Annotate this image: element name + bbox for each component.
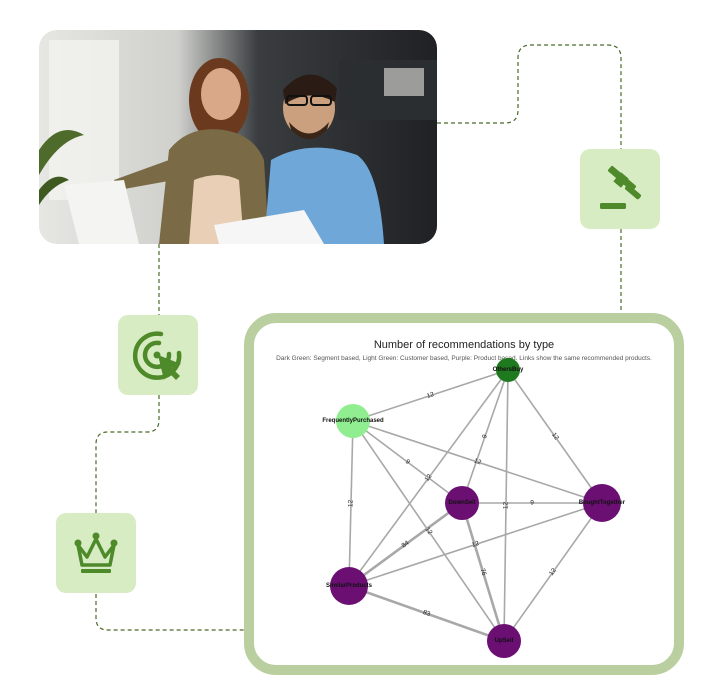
connector-photo-to-gavel — [437, 44, 622, 150]
node-label: OthersBuy — [493, 367, 524, 373]
edge-FrequentlyPurchased-BoughtTogether — [352, 420, 603, 504]
crown-tile — [56, 513, 136, 593]
edge-BoughtTogether-UpSell — [503, 502, 603, 642]
target-click-icon — [132, 331, 182, 380]
gavel-tile — [580, 149, 660, 229]
team-photo — [39, 30, 437, 244]
edge-label: 76 — [479, 568, 488, 577]
edge-label: 83 — [422, 609, 432, 618]
edge-label: 12 — [550, 432, 560, 442]
node-UpSell — [487, 624, 521, 658]
edge-label: 12 — [471, 540, 480, 549]
node-label: UpSell — [495, 638, 514, 644]
edge-OthersBuy-UpSell — [503, 369, 509, 642]
node-SimilarProducts — [330, 567, 368, 605]
node-label: SimilarProducts — [326, 583, 373, 589]
edge-DownSell-UpSell — [460, 502, 506, 642]
edge-OthersBuy-DownSell — [461, 369, 509, 504]
node-label: DownSell — [448, 500, 475, 506]
edge-label: 9 — [530, 500, 534, 507]
target-tile — [118, 315, 198, 395]
edge-label: 9 — [404, 458, 411, 466]
network-chart-card: Number of recommendations by type Dark G… — [244, 313, 684, 675]
edge-label: 12 — [347, 499, 354, 507]
crown-icon — [74, 532, 118, 573]
edge-SimilarProducts-UpSell — [348, 584, 505, 643]
edge-label: 12 — [502, 501, 509, 509]
node-BoughtTogether — [583, 484, 621, 522]
edge-DownSell-SimilarProducts — [348, 501, 463, 588]
chart-subtitle: Dark Green: Segment based, Light Green: … — [276, 355, 652, 362]
edge-label: 12 — [424, 526, 434, 536]
edge-FrequentlyPurchased-OthersBuy — [352, 369, 509, 422]
edge-label: 12 — [473, 458, 482, 467]
node-DownSell — [445, 486, 479, 520]
edge-SimilarProducts-BoughtTogether — [348, 502, 603, 587]
edge-FrequentlyPurchased-SimilarProducts — [348, 420, 354, 587]
edge-label: 84 — [401, 539, 411, 549]
node-OthersBuy — [496, 358, 520, 382]
edge-FrequentlyPurchased-DownSell — [352, 420, 463, 504]
connector-target-to-crown — [95, 395, 160, 514]
edge-label: 12 — [426, 391, 435, 400]
edge-OthersBuy-BoughtTogether — [507, 369, 603, 504]
gavel-icon — [600, 165, 642, 209]
connector-crown-to-card — [95, 594, 252, 631]
node-label: BoughtTogether — [579, 500, 626, 506]
node-FrequentlyPurchased — [336, 404, 370, 438]
chart-title: Number of recommendations by type — [373, 339, 555, 351]
network-graph: 12 9 12 12 12 9 12 12 12 9 84 76 83 12 12 OthersBuyFre… — [322, 358, 626, 658]
edge-label: 12 — [424, 473, 434, 483]
node-label: FrequentlyPurchased — [322, 418, 384, 424]
edge-FrequentlyPurchased-UpSell — [352, 420, 505, 642]
edge-label: 9 — [481, 433, 489, 439]
edge-label: 12 — [548, 567, 558, 577]
